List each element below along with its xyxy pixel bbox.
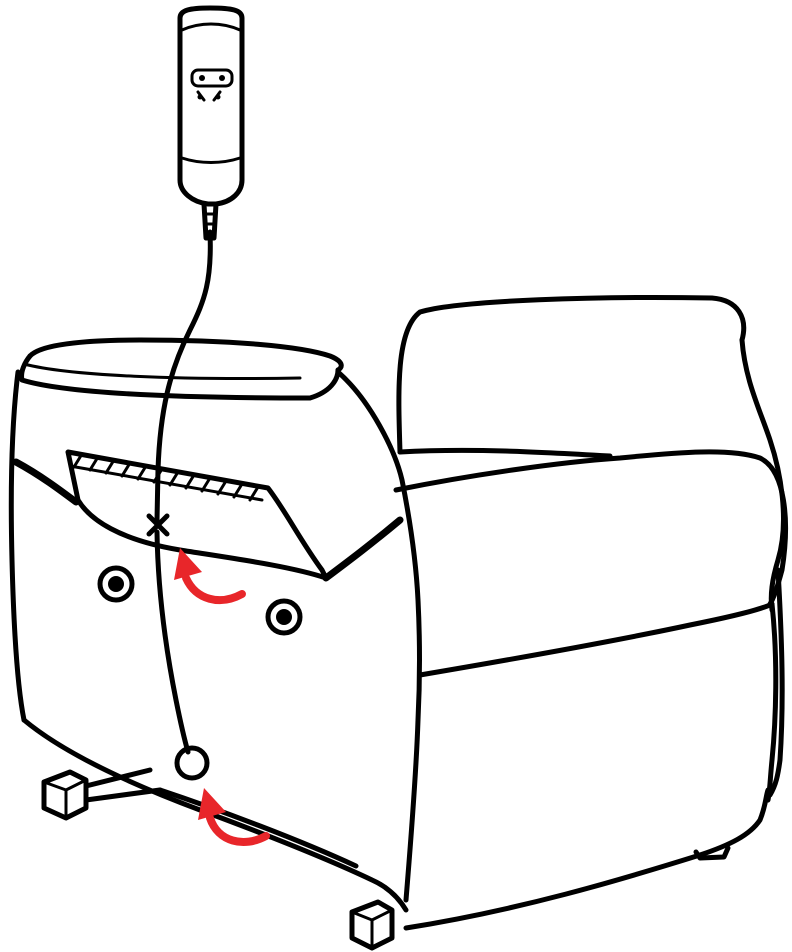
remote-buttons (192, 70, 232, 100)
hand-remote-control-icon (180, 8, 242, 238)
side-pocket (68, 452, 326, 578)
bolt-left-icon (100, 568, 132, 600)
cable-hole-icon (177, 748, 207, 778)
bolt-right-icon (268, 601, 300, 633)
chair-right-side (396, 298, 786, 928)
chair-base-frame (44, 770, 392, 948)
